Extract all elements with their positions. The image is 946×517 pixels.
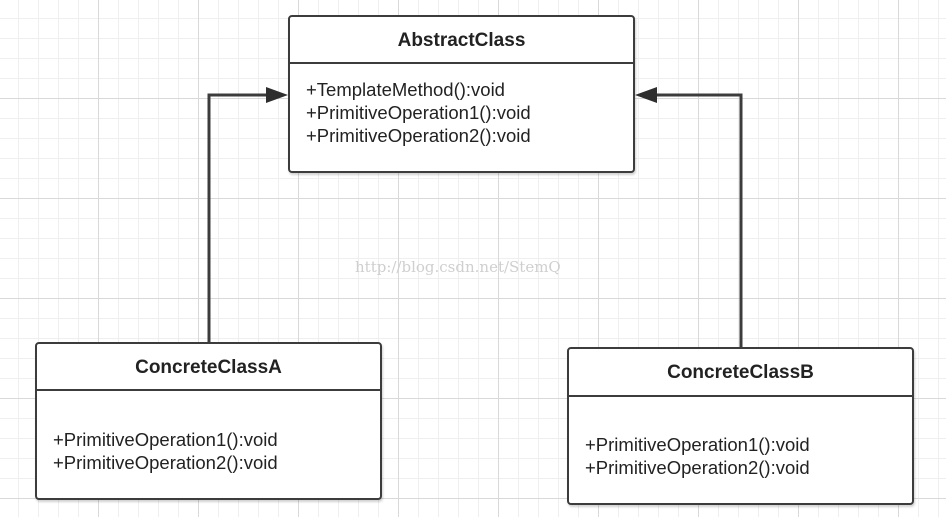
method-list: +TemplateMethod():void +PrimitiveOperati… xyxy=(290,64,633,147)
inheritance-line-b xyxy=(653,93,743,347)
method-item: +TemplateMethod():void xyxy=(306,79,505,100)
inheritance-line-a xyxy=(207,93,270,342)
inheritance-arrowhead-b xyxy=(635,87,657,103)
method-item: +PrimitiveOperation1():void xyxy=(585,434,810,455)
concrete-class-a-box[interactable]: ConcreteClassA +PrimitiveOperation1():vo… xyxy=(35,342,382,500)
class-name: AbstractClass xyxy=(290,17,633,64)
method-item: +PrimitiveOperation1():void xyxy=(306,102,531,123)
method-item: +PrimitiveOperation1():void xyxy=(53,429,278,450)
class-name: ConcreteClassA xyxy=(37,344,380,391)
method-item: +PrimitiveOperation2():void xyxy=(53,452,278,473)
concrete-class-b-box[interactable]: ConcreteClassB +PrimitiveOperation1():vo… xyxy=(567,347,914,505)
method-list: +PrimitiveOperation1():void +PrimitiveOp… xyxy=(37,391,380,474)
method-item: +PrimitiveOperation2():void xyxy=(306,125,531,146)
method-item: +PrimitiveOperation2():void xyxy=(585,457,810,478)
class-name: ConcreteClassB xyxy=(569,349,912,397)
method-list: +PrimitiveOperation1():void +PrimitiveOp… xyxy=(569,397,912,479)
watermark-text: http://blog.csdn.net/StemQ xyxy=(355,258,561,276)
inheritance-arrowhead-a xyxy=(266,87,288,103)
abstract-class-box[interactable]: AbstractClass +TemplateMethod():void +Pr… xyxy=(288,15,635,173)
